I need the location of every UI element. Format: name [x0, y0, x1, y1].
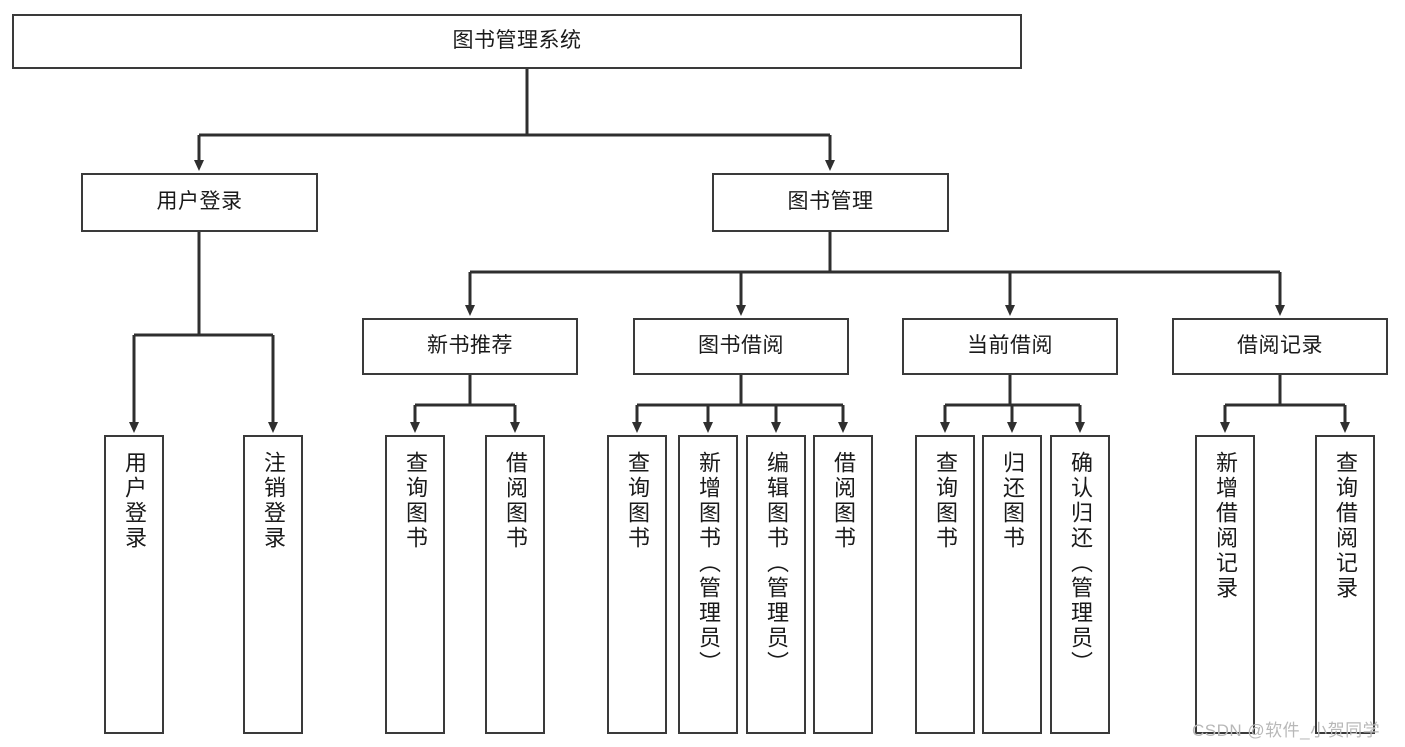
node-leaf-add-book-label: 新增图书（管理员） — [695, 451, 721, 676]
node-leaf-query-record-label: 查询借阅记录 — [1332, 451, 1358, 601]
node-leaf-logout-label: 注销登录 — [260, 451, 286, 551]
node-leaf-return-book-label: 归还图书 — [999, 451, 1025, 551]
node-leaf-borrow-book-1-label: 借阅图书 — [502, 451, 528, 551]
node-leaf-user-login[interactable]: 用户登录 — [104, 435, 164, 734]
node-leaf-add-book[interactable]: 新增图书（管理员） — [678, 435, 738, 734]
node-leaf-add-record-label: 新增借阅记录 — [1212, 451, 1238, 601]
node-leaf-query-book-2-label: 查询图书 — [624, 451, 650, 551]
node-book-manage[interactable]: 图书管理 — [712, 173, 949, 232]
node-current-borrow[interactable]: 当前借阅 — [902, 318, 1118, 375]
node-leaf-return-book[interactable]: 归还图书 — [982, 435, 1042, 734]
node-borrow-record-label: 借阅记录 — [1237, 334, 1323, 358]
node-leaf-query-book-1[interactable]: 查询图书 — [385, 435, 445, 734]
node-leaf-borrow-book-2-label: 借阅图书 — [830, 451, 856, 551]
node-leaf-edit-book[interactable]: 编辑图书（管理员） — [746, 435, 806, 734]
connectors — [129, 69, 1350, 433]
node-leaf-add-record[interactable]: 新增借阅记录 — [1195, 435, 1255, 734]
node-leaf-confirm-return[interactable]: 确认归还（管理员） — [1050, 435, 1110, 734]
node-leaf-query-book-2[interactable]: 查询图书 — [607, 435, 667, 734]
node-leaf-borrow-book-1[interactable]: 借阅图书 — [485, 435, 545, 734]
node-leaf-logout[interactable]: 注销登录 — [243, 435, 303, 734]
node-book-manage-label: 图书管理 — [787, 190, 874, 214]
node-user-login-label: 用户登录 — [156, 190, 243, 214]
node-new-book-recommend-label: 新书推荐 — [427, 334, 513, 358]
node-leaf-query-record[interactable]: 查询借阅记录 — [1315, 435, 1375, 734]
node-leaf-borrow-book-2[interactable]: 借阅图书 — [813, 435, 873, 734]
node-leaf-confirm-return-label: 确认归还（管理员） — [1067, 451, 1093, 676]
node-leaf-query-book-3-label: 查询图书 — [932, 451, 958, 551]
node-root-label: 图书管理系统 — [452, 29, 582, 53]
node-root[interactable]: 图书管理系统 — [12, 14, 1022, 69]
node-borrow-record[interactable]: 借阅记录 — [1172, 318, 1388, 375]
node-leaf-query-book-1-label: 查询图书 — [402, 451, 428, 551]
node-leaf-user-login-label: 用户登录 — [121, 451, 147, 551]
node-book-borrow-label: 图书借阅 — [698, 334, 784, 358]
node-leaf-edit-book-label: 编辑图书（管理员） — [763, 451, 789, 676]
node-current-borrow-label: 当前借阅 — [967, 334, 1053, 358]
node-new-book-recommend[interactable]: 新书推荐 — [362, 318, 578, 375]
node-book-borrow[interactable]: 图书借阅 — [633, 318, 849, 375]
node-leaf-query-book-3[interactable]: 查询图书 — [915, 435, 975, 734]
node-user-login[interactable]: 用户登录 — [81, 173, 318, 232]
